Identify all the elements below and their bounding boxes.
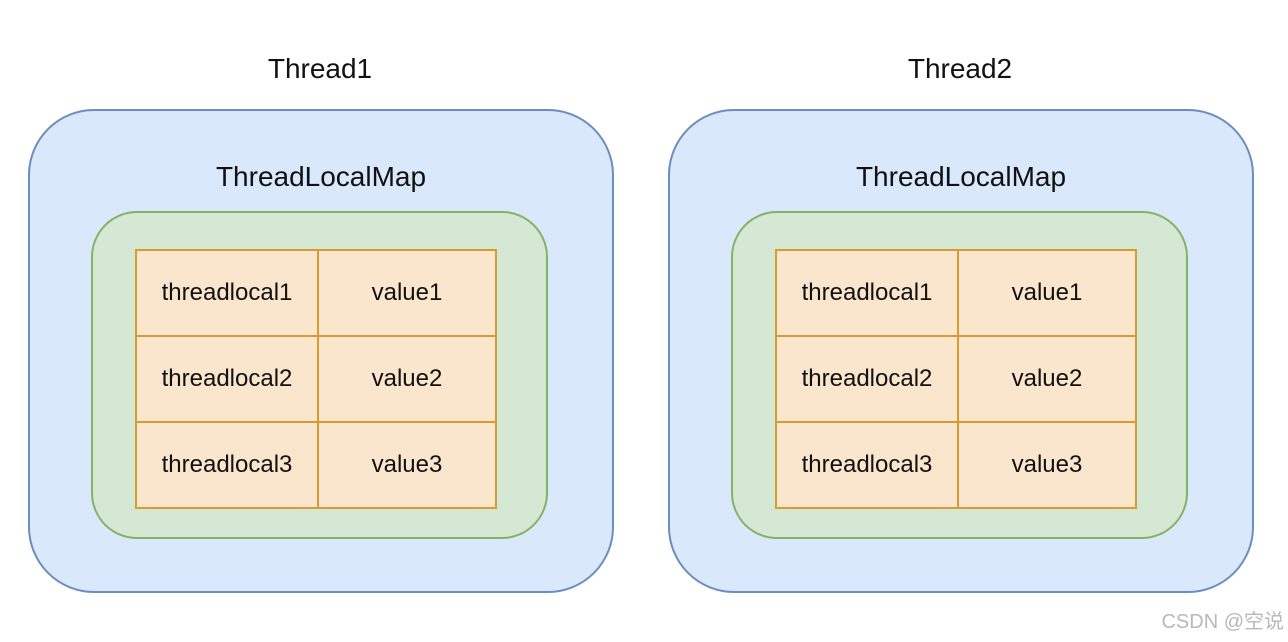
thread1-map-title: ThreadLocalMap <box>215 161 427 192</box>
thread2-title: Thread2 <box>907 53 1013 84</box>
thread1-title: Thread1 <box>267 53 373 84</box>
entry-key-cell: threadlocal1 <box>135 249 319 337</box>
thread1-box: ThreadLocalMap threadlocal1 value1 threa… <box>28 109 614 593</box>
entry-value-cell: value3 <box>317 421 497 509</box>
entry-value-cell: value2 <box>317 335 497 423</box>
watermark: CSDN @空说 <box>1161 611 1284 633</box>
entry-value-cell: value3 <box>957 421 1137 509</box>
entry-key-cell: threadlocal2 <box>775 335 959 423</box>
table-row: threadlocal2 value2 <box>135 335 497 423</box>
table-row: threadlocal2 value2 <box>775 335 1137 423</box>
entry-value-cell: value1 <box>957 249 1137 337</box>
table-row: threadlocal3 value3 <box>135 421 497 509</box>
entry-key-cell: threadlocal2 <box>135 335 319 423</box>
thread1-map-box: threadlocal1 value1 threadlocal2 value2 … <box>91 211 548 539</box>
thread2-box: ThreadLocalMap threadlocal1 value1 threa… <box>668 109 1254 593</box>
table-row: threadlocal3 value3 <box>775 421 1137 509</box>
thread2-entry-table: threadlocal1 value1 threadlocal2 value2 … <box>775 249 1137 509</box>
thread2-map-title: ThreadLocalMap <box>855 161 1067 192</box>
table-row: threadlocal1 value1 <box>135 249 497 337</box>
entry-key-cell: threadlocal1 <box>775 249 959 337</box>
thread1-entry-table: threadlocal1 value1 threadlocal2 value2 … <box>135 249 497 509</box>
entry-value-cell: value1 <box>317 249 497 337</box>
entry-key-cell: threadlocal3 <box>135 421 319 509</box>
thread2-map-box: threadlocal1 value1 threadlocal2 value2 … <box>731 211 1188 539</box>
entry-key-cell: threadlocal3 <box>775 421 959 509</box>
table-row: threadlocal1 value1 <box>775 249 1137 337</box>
entry-value-cell: value2 <box>957 335 1137 423</box>
